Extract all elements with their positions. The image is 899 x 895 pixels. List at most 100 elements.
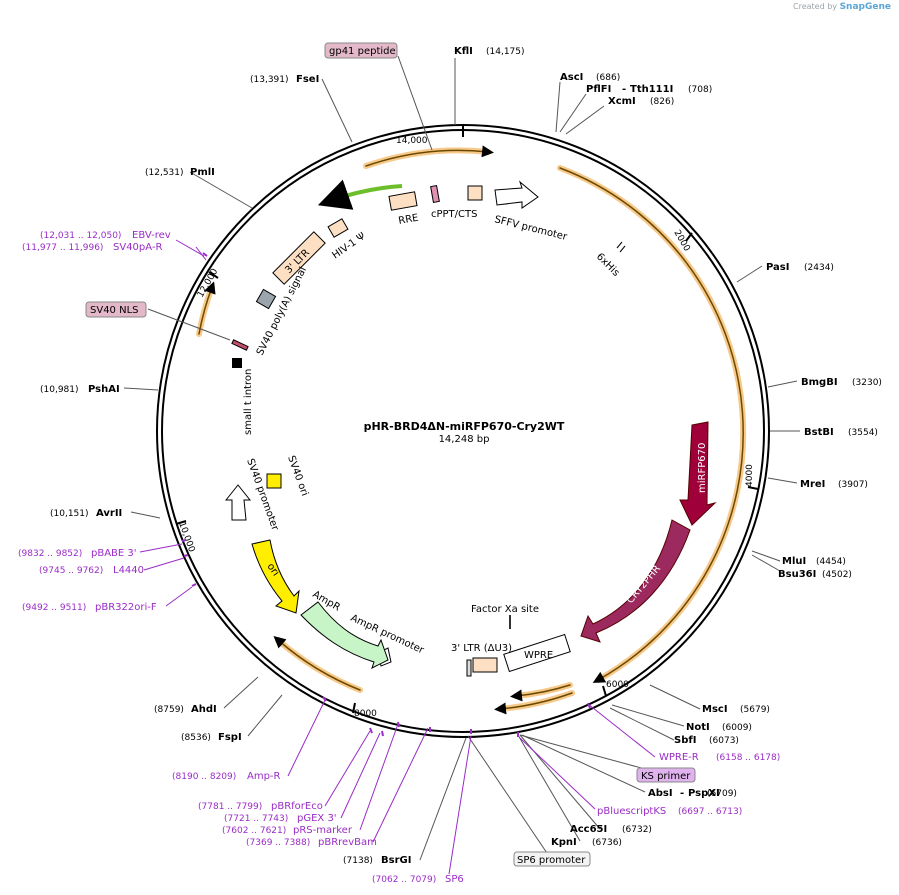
primer-sv40pa-r: SV40pA-R <box>113 242 162 253</box>
feature-label-three-ltr-du3: 3' LTR (ΔU3) <box>451 643 512 654</box>
svg-text:(6697 .. 6713): (6697 .. 6713) <box>678 807 742 817</box>
primer-pgex3: pGEX 3' <box>297 813 337 824</box>
site-kfli: KflI <box>454 46 473 57</box>
site-kpni: KpnI <box>551 837 577 848</box>
tick-label-4000: 4000 <box>745 464 755 487</box>
site-pspxi: PspXI <box>688 788 720 799</box>
svg-text:(7602 .. 7621): (7602 .. 7621) <box>222 826 286 836</box>
tick-label-6000: 6000 <box>606 680 629 690</box>
feature-label-factor-xa: Factor Xa site <box>471 604 539 615</box>
svg-text:(12,531): (12,531) <box>145 168 184 178</box>
svg-text:(11,977 .. 11,996): (11,977 .. 11,996) <box>22 243 103 253</box>
site-pmli: PmlI <box>190 167 215 178</box>
site-pasi: PasI <box>766 262 789 273</box>
three-ltr-feature <box>272 231 326 285</box>
svg-text:(13,391): (13,391) <box>250 75 289 85</box>
plasmid-name: pHR-BRD4ΔN-miRFP670-Cry2WT <box>364 420 565 433</box>
svg-text:(5679): (5679) <box>740 705 770 715</box>
boxed-labels: gp41 peptide SV40 NLS KS primer SP6 prom… <box>85 42 696 867</box>
site-labels: KflI (14,175) AscI (686) PflFI - Tth111I… <box>40 46 882 866</box>
sv40-promoter-feature <box>224 484 252 521</box>
three-ltr-du3-small <box>466 659 472 677</box>
primer-leader-lines <box>139 239 656 875</box>
sp6-promoter-label: SP6 promoter <box>517 855 586 866</box>
site-mrei: MreI <box>800 479 825 490</box>
ks-primer-label: KS primer <box>641 771 691 782</box>
ori-feature <box>251 539 300 614</box>
site-tth111i: Tth111I <box>630 84 673 95</box>
svg-text:(7369 .. 7388): (7369 .. 7388) <box>246 838 310 848</box>
sffv-promoter-feature <box>494 180 539 209</box>
site-bstbi: BstBI <box>804 427 834 438</box>
factor-xa-site <box>509 615 511 629</box>
sv40-nls-label: SV40 NLS <box>90 305 139 316</box>
ks-primer-box <box>636 767 696 783</box>
sv40-ori-feature <box>266 473 282 489</box>
svg-text:(6709): (6709) <box>707 789 737 799</box>
site-asci: AscI <box>560 72 583 83</box>
svg-text:(10,981): (10,981) <box>40 385 79 395</box>
site-pshai: PshAI <box>88 384 120 395</box>
site-acc65i: Acc65I <box>570 824 607 835</box>
site-mlui: MluI <box>782 556 806 567</box>
small-t-intron-feature <box>232 358 242 368</box>
svg-text:-: - <box>622 84 626 95</box>
snapgene-brand: Created by SnapGene <box>793 2 891 12</box>
site-ahdi: AhdI <box>191 704 217 715</box>
gp41-peptide-box <box>324 42 398 59</box>
svg-text:(4502): (4502) <box>822 570 852 580</box>
svg-text:(826): (826) <box>650 97 674 107</box>
feature-label-mirfp670: miRFP670 <box>697 443 708 493</box>
svg-text:(3554): (3554) <box>848 428 878 438</box>
primer-wpre-r: WPRE-R <box>659 752 699 763</box>
site-bmgbi: BmgBI <box>801 377 838 388</box>
hiv1-psi-feature <box>327 218 349 238</box>
svg-text:(8759): (8759) <box>154 705 184 715</box>
wpre-feature <box>503 633 571 673</box>
site-fspi: FspI <box>218 732 242 743</box>
primer-ring-marks <box>181 252 591 737</box>
sv40-nls-box <box>85 301 147 318</box>
mirfp670-feature <box>679 421 717 526</box>
tick-label-8000: 8000 <box>354 709 377 719</box>
primer-sp6: SP6 <box>445 874 464 885</box>
site-pflfi: PflFI <box>586 84 611 95</box>
tick-label-10000: 10,000 <box>176 521 196 554</box>
feature-label-6xhis: 6xHis <box>594 251 621 278</box>
svg-text:(7721 .. 7743): (7721 .. 7743) <box>224 814 288 824</box>
site-avrii: AvrII <box>96 508 122 519</box>
tick-label-14000: 14,000 <box>396 136 428 146</box>
primer-pbluescriptks: pBluescriptKS <box>597 806 666 817</box>
sffv-box-feature <box>467 185 483 201</box>
feature-label-cppt-cts: cPPT/CTS <box>431 209 477 220</box>
sixhis-feature <box>616 241 623 249</box>
svg-text:(7062 .. 7079): (7062 .. 7079) <box>372 875 436 885</box>
feature-label-small-t-intron: small t intron <box>243 369 254 435</box>
site-xcmi: XcmI <box>608 96 636 107</box>
site-msci: MscI <box>702 704 728 715</box>
svg-text:(7781 .. 7799): (7781 .. 7799) <box>198 802 262 812</box>
rre-feature <box>388 191 418 211</box>
tick-marks <box>175 125 759 714</box>
svg-text:(4454): (4454) <box>816 557 846 567</box>
svg-text:(12,031 .. 12,050): (12,031 .. 12,050) <box>40 231 121 241</box>
primer-l4440: L4440 <box>113 565 144 576</box>
svg-text:(708): (708) <box>688 85 712 95</box>
svg-text:(10,151): (10,151) <box>50 509 89 519</box>
svg-text:(3907): (3907) <box>838 480 868 490</box>
site-leader-lines <box>123 55 800 861</box>
site-noti: NotI <box>686 722 710 733</box>
feature-label-wpre: WPRE <box>524 650 553 661</box>
sv40-nls-marker <box>231 339 249 351</box>
cppt-cts-feature <box>430 185 440 203</box>
site-absi: AbsI <box>648 788 673 799</box>
svg-text:(6073): (6073) <box>709 736 739 746</box>
svg-text:(8536): (8536) <box>181 733 211 743</box>
svg-text:(9745 .. 9762): (9745 .. 9762) <box>39 566 103 576</box>
cry2phr-feature <box>580 519 691 643</box>
primer-labels: EBV-rev (12,031 .. 12,050) SV40pA-R (11,… <box>18 230 780 885</box>
svg-text:(3230): (3230) <box>852 378 882 388</box>
primer-pbr322ori-f: pBR322ori-F <box>95 602 157 613</box>
site-bsrgi: BsrGI <box>381 855 411 866</box>
svg-text:(2434): (2434) <box>804 263 834 273</box>
